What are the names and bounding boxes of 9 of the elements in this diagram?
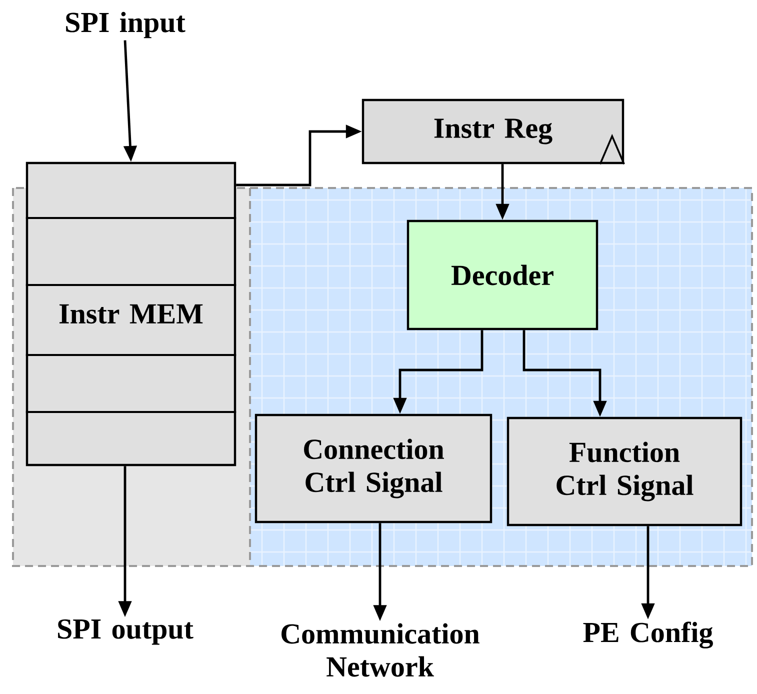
input-label: SPI input (66, 12, 186, 38)
register-box: Instr Reg (362, 98, 625, 164)
decoder-box: Decoder (406, 220, 598, 330)
output-label: SPI output (58, 619, 194, 645)
signal-box: Function Ctrl Signal (506, 416, 742, 526)
output-label: PE Config (583, 622, 713, 648)
output-label: Communication Network (282, 623, 480, 677)
signal-box: Connection Ctrl Signal (254, 414, 492, 524)
memory-block: Instr MEM (26, 162, 236, 466)
